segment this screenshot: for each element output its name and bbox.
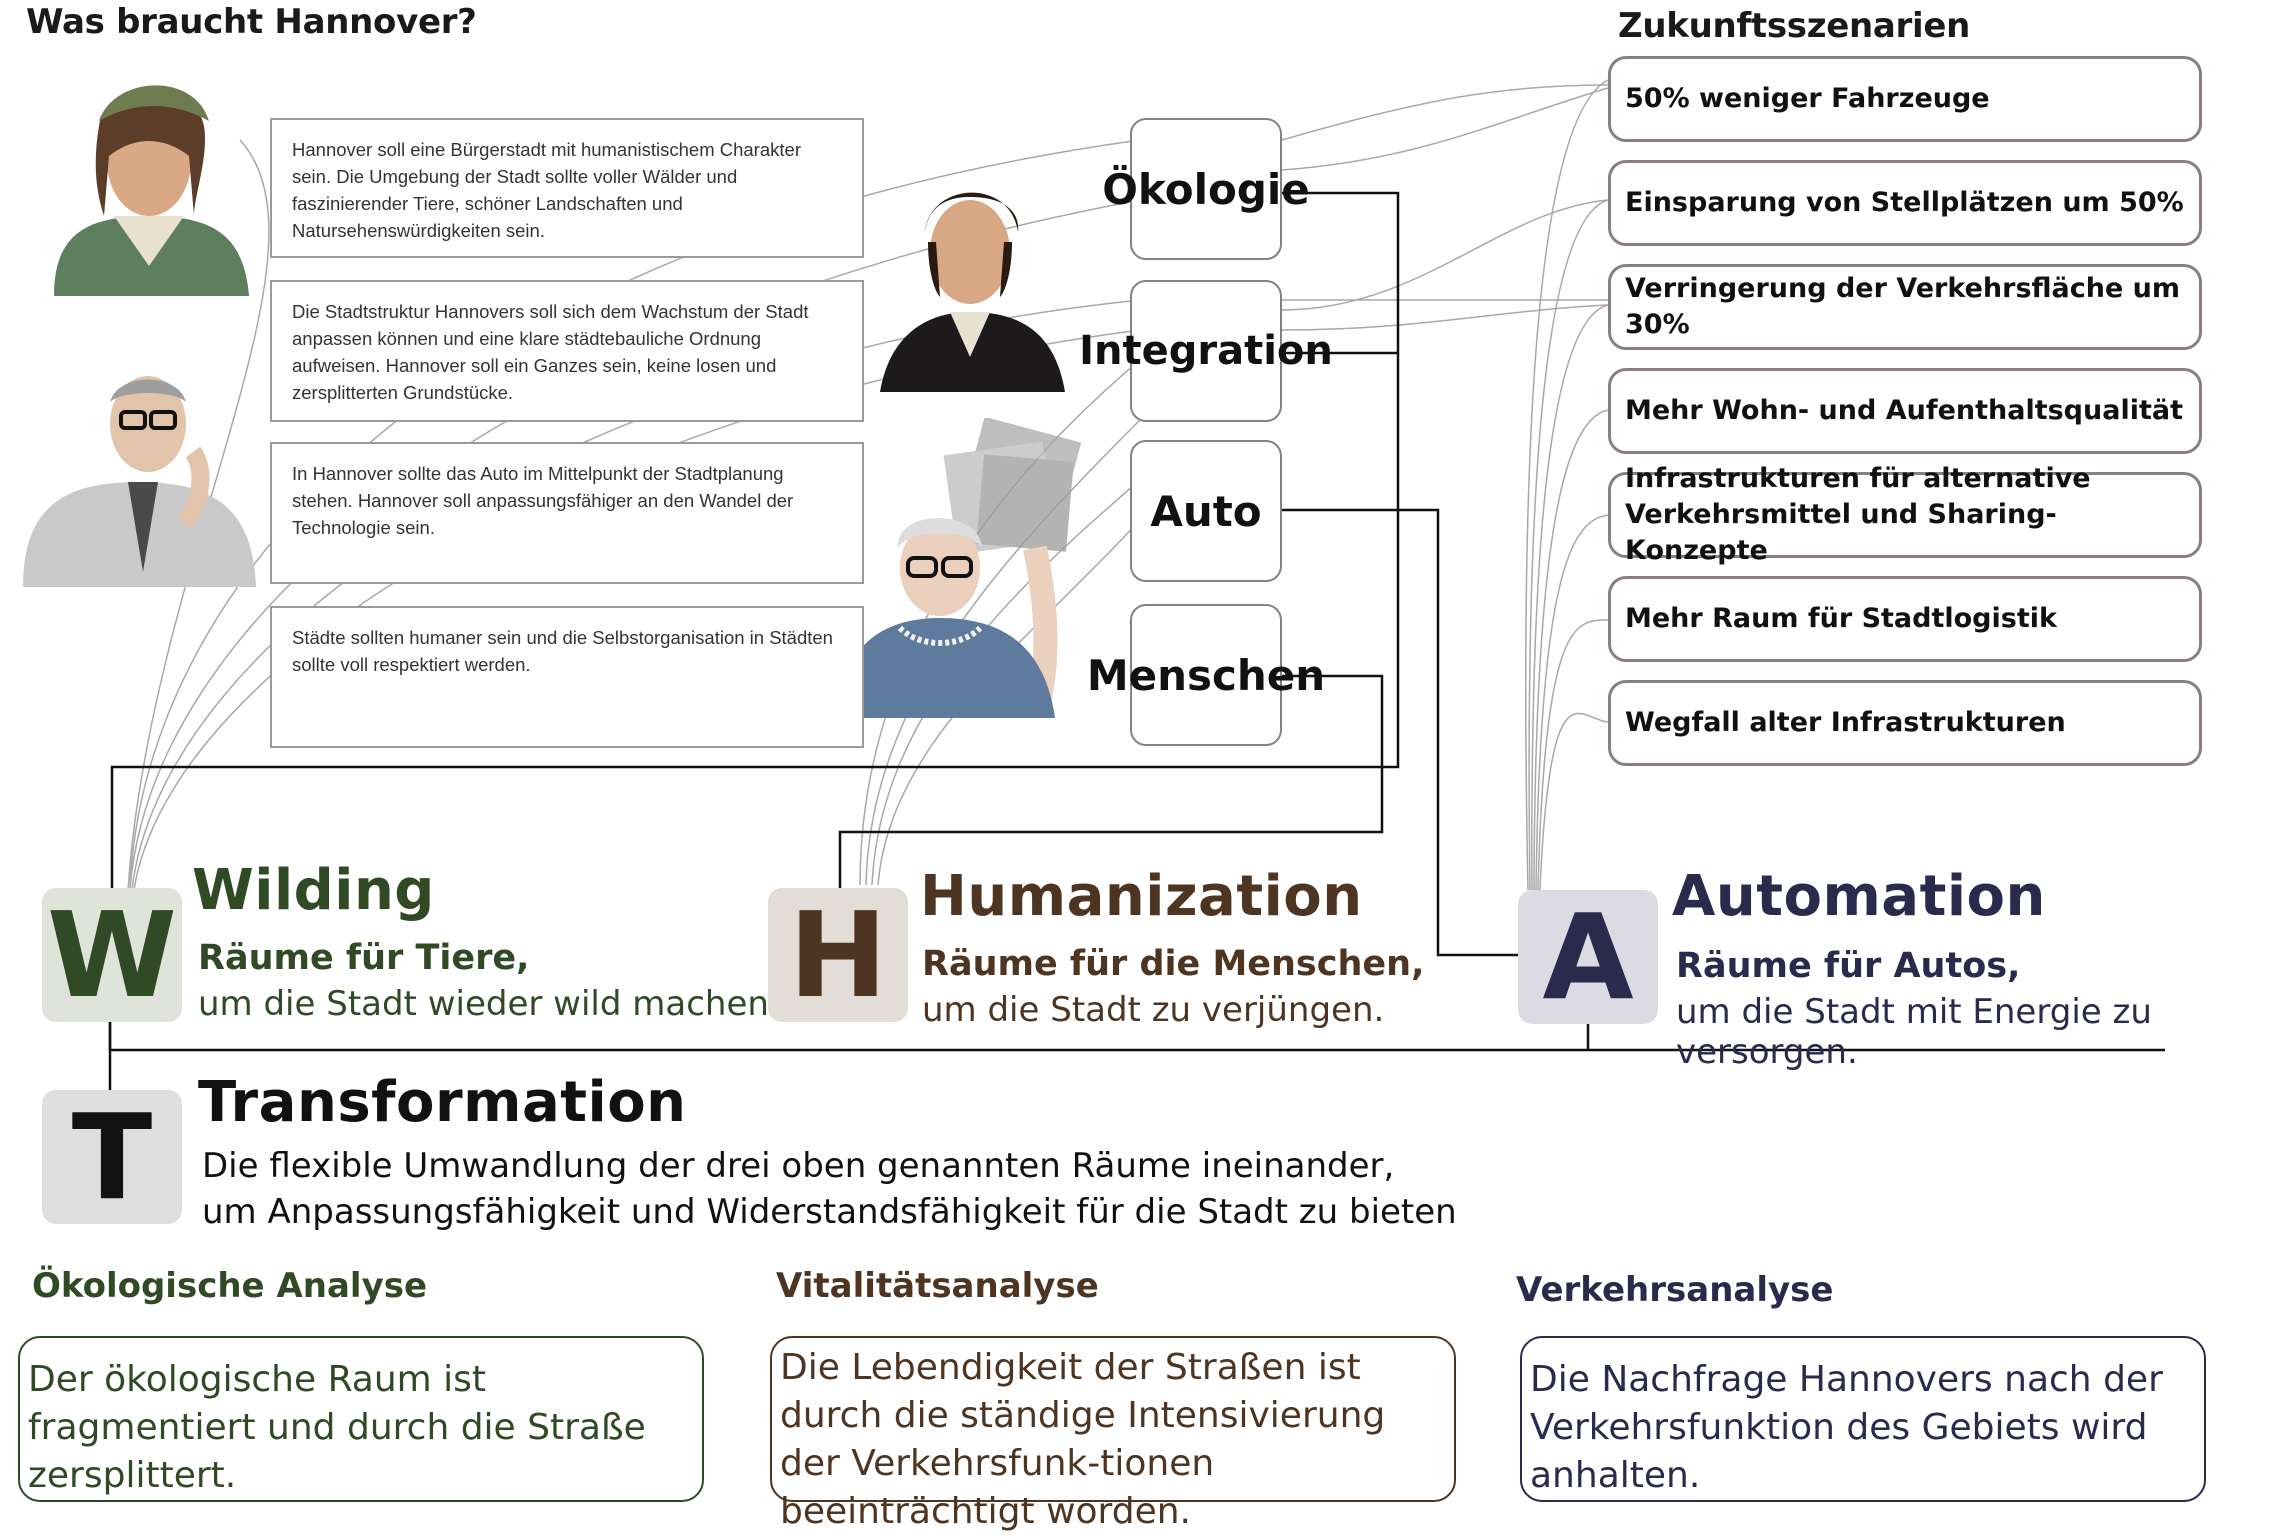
- analysis-text-traffic: Die Nachfrage Hannovers nach der Verkehr…: [1530, 1359, 2163, 1496]
- scenario-5: Infrastrukturen für alternative Verkehrs…: [1608, 463, 2202, 566]
- transformation-line-1: Die flexible Umwandlung der drei oben ge…: [202, 1146, 1395, 1186]
- humanization-subtitle: Räume für die Menschen,: [922, 944, 1425, 984]
- transformation-title: Transformation: [198, 1070, 687, 1135]
- analysis-text-vitality: Die Lebendigkeit der Straßen ist durch d…: [780, 1347, 1386, 1532]
- wilding-title: Wilding: [192, 858, 435, 923]
- analysis-title-vitality: Vitalitätsanalyse: [776, 1266, 1099, 1306]
- scenario-7: Wegfall alter Infrastrukturen: [1608, 680, 2202, 766]
- scenario-4: Mehr Wohn- und Aufenthaltsqualität: [1608, 368, 2202, 454]
- left-heading: Was braucht Hannover?: [26, 2, 477, 42]
- quote-text-3: In Hannover sollte das Auto im Mittelpun…: [292, 463, 794, 538]
- category-oekologie: Ökologie: [1102, 118, 1310, 260]
- person-portrait-renaissance: [54, 85, 249, 296]
- scenario-6: Mehr Raum für Stadtlogistik: [1608, 576, 2202, 662]
- category-auto: Auto: [1130, 440, 1282, 582]
- quote-text-1: Hannover soll eine Bürgerstadt mit human…: [292, 139, 801, 241]
- category-menschen: Menschen: [1087, 604, 1325, 746]
- humanization-title: Humanization: [920, 864, 1363, 929]
- analysis-box-ecological: Der ökologische Raum ist fragmentiert un…: [18, 1336, 704, 1502]
- quote-bubble-4: Städte sollten humaner sein und die Selb…: [270, 606, 864, 748]
- quote-text-4: Städte sollten humaner sein und die Selb…: [292, 627, 833, 675]
- wilding-description: um die Stadt wieder wild machen.: [198, 984, 780, 1024]
- person-portrait-19th-century: [880, 192, 1065, 392]
- scenario-2: Einsparung von Stellplätzen um 50%: [1608, 160, 2202, 246]
- humanization-letter-box: H: [768, 886, 908, 1024]
- scenario-3: Verringerung der Verkehrsfläche um 30%: [1608, 264, 2202, 350]
- transformation-line-2: um Anpassungsfähigkeit und Widerstandsfä…: [202, 1192, 1457, 1232]
- category-integration: Integration: [1079, 280, 1333, 422]
- right-heading: Zukunftsszenarien: [1618, 6, 1970, 46]
- quote-bubble-1: Hannover soll eine Bürgerstadt mit human…: [270, 118, 864, 258]
- quote-bubble-2: Die Stadtstruktur Hannovers soll sich de…: [270, 280, 864, 422]
- humanization-description: um die Stadt zu verjüngen.: [922, 990, 1385, 1030]
- analysis-box-vitality: Die Lebendigkeit der Straßen ist durch d…: [770, 1336, 1456, 1532]
- automation-subtitle: Räume für Autos,: [1676, 946, 2021, 986]
- wilding-letter-box: W: [42, 886, 182, 1024]
- transformation-letter-box: T: [42, 1088, 182, 1226]
- quote-text-2: Die Stadtstruktur Hannovers soll sich de…: [292, 301, 809, 403]
- automation-letter-box: A: [1518, 888, 1658, 1026]
- quote-bubble-3: In Hannover sollte das Auto im Mittelpun…: [270, 442, 864, 584]
- automation-description: um die Stadt mit Energie zu versorgen.: [1676, 992, 2152, 1072]
- wilding-subtitle: Räume für Tiere,: [198, 938, 530, 978]
- analysis-text-ecological: Der ökologische Raum ist fragmentiert un…: [28, 1359, 646, 1496]
- person-portrait-architect-glasses: [23, 376, 256, 587]
- scenario-1: 50% weniger Fahrzeuge: [1608, 56, 2202, 142]
- analysis-title-traffic: Verkehrsanalyse: [1516, 1270, 1834, 1310]
- analysis-title-ecological: Ökologische Analyse: [32, 1266, 428, 1306]
- analysis-box-traffic: Die Nachfrage Hannovers nach der Verkehr…: [1520, 1336, 2206, 1502]
- automation-title: Automation: [1672, 864, 2046, 929]
